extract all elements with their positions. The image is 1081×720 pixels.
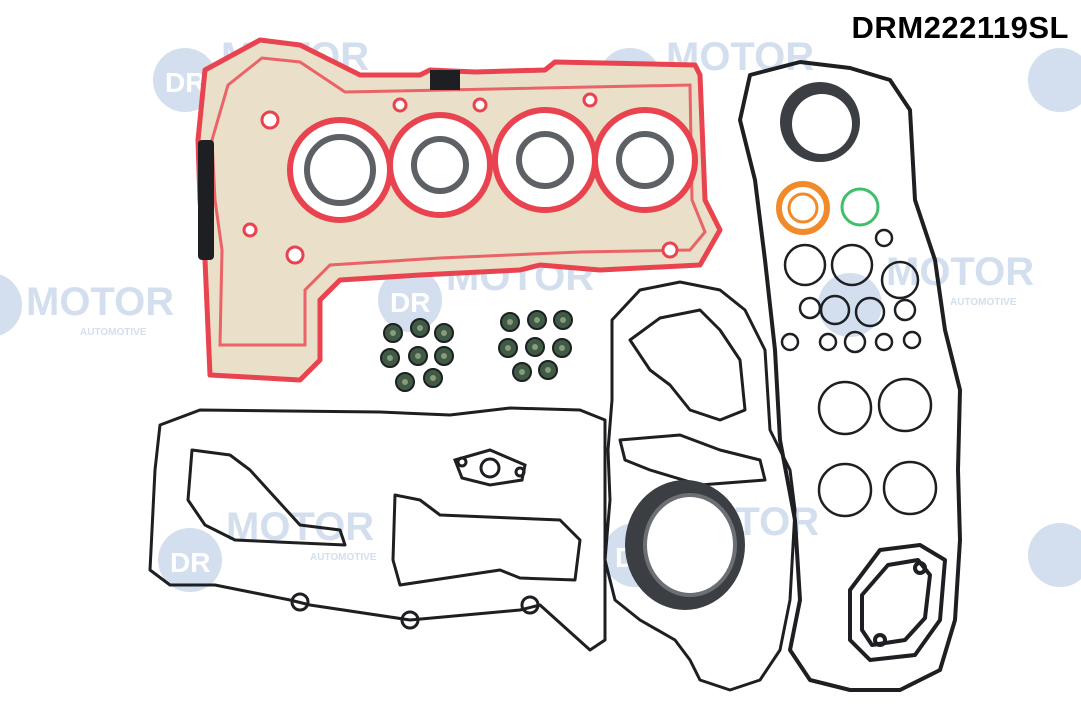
watermark-brand-text: MOTOR (886, 250, 1034, 294)
watermark-brand-text: MOTOR (26, 280, 174, 324)
crankshaft-seal (625, 480, 745, 610)
valve-cover-gasket (148, 406, 607, 652)
watermark-circle-text: DR (165, 67, 205, 98)
rear-main-seal (780, 82, 860, 162)
oil-filter-housing-gasket (848, 543, 947, 662)
cylinder-bores (287, 107, 698, 223)
oil-pan-gasket (738, 60, 962, 692)
watermark-circle-text: DR (390, 287, 430, 318)
flange-gasket (453, 448, 527, 487)
watermark-sub-text: AUTOMOTIVE (80, 327, 147, 338)
cylinder-head-gasket (195, 37, 723, 383)
watermark-sub-text: AUTOMOTIVE (310, 552, 377, 563)
watermark-circle-text: DR (170, 547, 210, 578)
o-rings (776, 181, 938, 518)
watermark-sub-text: AUTOMOTIVE (950, 297, 1017, 308)
timing-cover-gasket (603, 280, 797, 692)
part-number: DRM222119SL (851, 10, 1069, 45)
valve-stem-seals (380, 310, 573, 392)
